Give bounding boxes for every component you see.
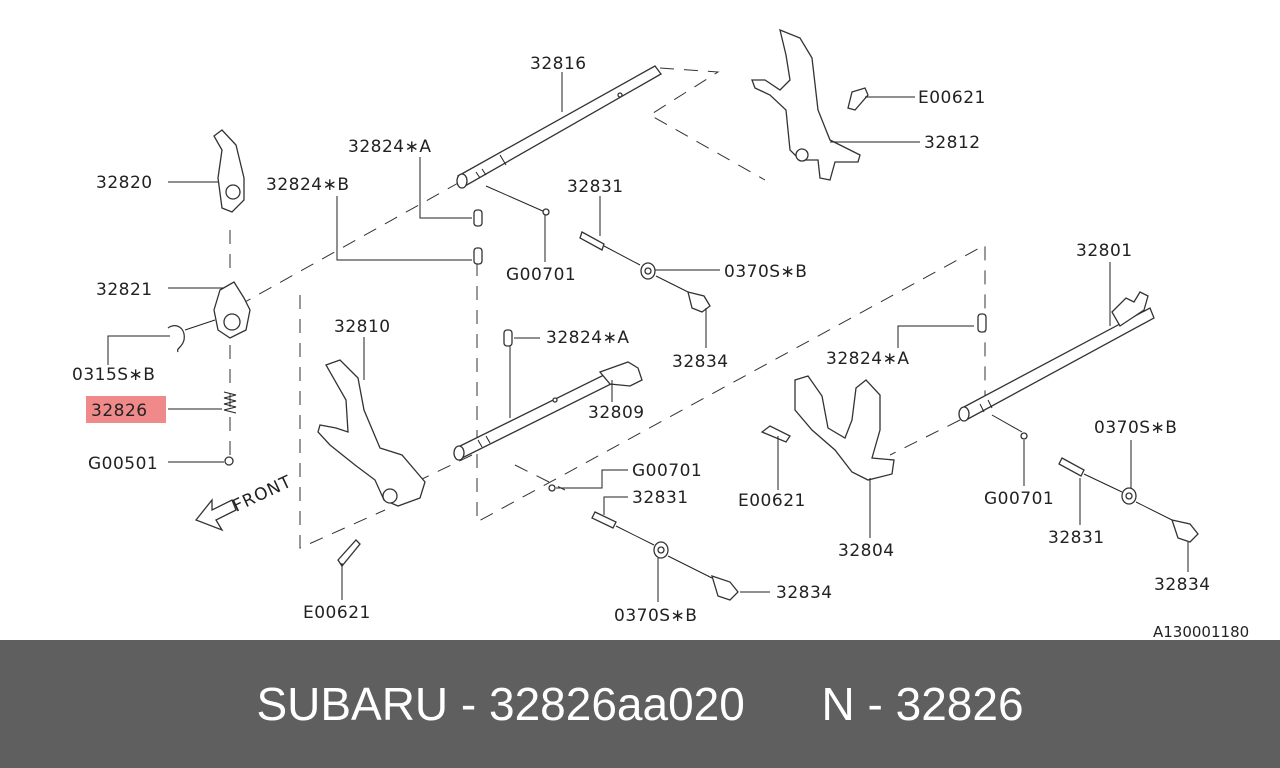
detent-set-top	[542, 208, 711, 313]
label-32834-bot[interactable]: 32834	[776, 583, 833, 603]
label-e00621-bot[interactable]: E00621	[303, 603, 371, 623]
label-32804[interactable]: 32804	[838, 541, 895, 561]
label-32831-right[interactable]: 32831	[1048, 528, 1105, 548]
shift-fork-32812	[751, 28, 869, 181]
label-32820[interactable]: 32820	[96, 173, 153, 193]
front-arrow-icon	[194, 498, 237, 532]
label-0370sb-right[interactable]: 0370S∗B	[1094, 418, 1177, 438]
detent-set-middle	[548, 484, 739, 601]
front-direction-indicator: FRONT	[194, 472, 296, 532]
part-info-banner: SUBARU - 32826aa020 N - 32826	[0, 640, 1280, 768]
leader-lines	[107, 72, 1189, 602]
selector-arm-32820	[213, 129, 245, 213]
exploded-parts-diagram: FRONT 32816	[72, 28, 1249, 640]
label-0370sb-bot[interactable]: 0370S∗B	[614, 606, 697, 626]
label-g00701-mid[interactable]: G00701	[632, 461, 702, 481]
shift-fork-32810	[317, 359, 426, 568]
label-32801[interactable]: 32801	[1076, 241, 1133, 261]
pins-32824	[473, 209, 987, 347]
shift-rod-32809	[453, 361, 643, 461]
shift-fork-32804	[760, 375, 895, 481]
label-32831-top[interactable]: 32831	[567, 177, 624, 197]
label-32809[interactable]: 32809	[588, 403, 645, 423]
label-e00621-right[interactable]: E00621	[738, 491, 806, 511]
label-32824a-mid[interactable]: 32824∗A	[546, 328, 629, 348]
detent-set-right	[1020, 432, 1199, 543]
shift-rod-32816	[456, 65, 662, 213]
part-number-text: SUBARU - 32826aa020 N - 32826	[256, 678, 1024, 730]
part-labels: 32816 E00621 32812 32824∗A 32824∗B 32831…	[72, 54, 1249, 640]
shift-rod-32801	[958, 291, 1155, 433]
label-32834-right[interactable]: 32834	[1154, 575, 1211, 595]
label-32824a-right[interactable]: 32824∗A	[826, 349, 909, 369]
label-g00701-top[interactable]: G00701	[506, 265, 576, 285]
detent-spring-32826	[223, 391, 237, 414]
label-32824b[interactable]: 32824∗B	[266, 175, 350, 195]
label-32821[interactable]: 32821	[96, 280, 153, 300]
detent-ball-g00501	[224, 456, 234, 466]
label-32824a-top[interactable]: 32824∗A	[348, 137, 431, 157]
front-label: FRONT	[230, 472, 296, 517]
label-32816[interactable]: 32816	[530, 54, 587, 74]
label-e00621-top[interactable]: E00621	[918, 88, 986, 108]
selector-block-32821	[167, 281, 251, 353]
label-g00501[interactable]: G00501	[88, 454, 158, 474]
label-32834-top[interactable]: 32834	[672, 352, 729, 372]
label-32812[interactable]: 32812	[924, 133, 981, 153]
label-32826[interactable]: 32826	[91, 401, 148, 421]
label-0370sb-top[interactable]: 0370S∗B	[724, 262, 807, 282]
label-g00701-right[interactable]: G00701	[984, 489, 1054, 509]
reference-code: A130001180	[1153, 623, 1249, 640]
label-32810[interactable]: 32810	[334, 317, 391, 337]
label-0315sb[interactable]: 0315S∗B	[72, 365, 155, 385]
highlight-box	[86, 396, 166, 423]
label-32831-mid[interactable]: 32831	[632, 488, 689, 508]
